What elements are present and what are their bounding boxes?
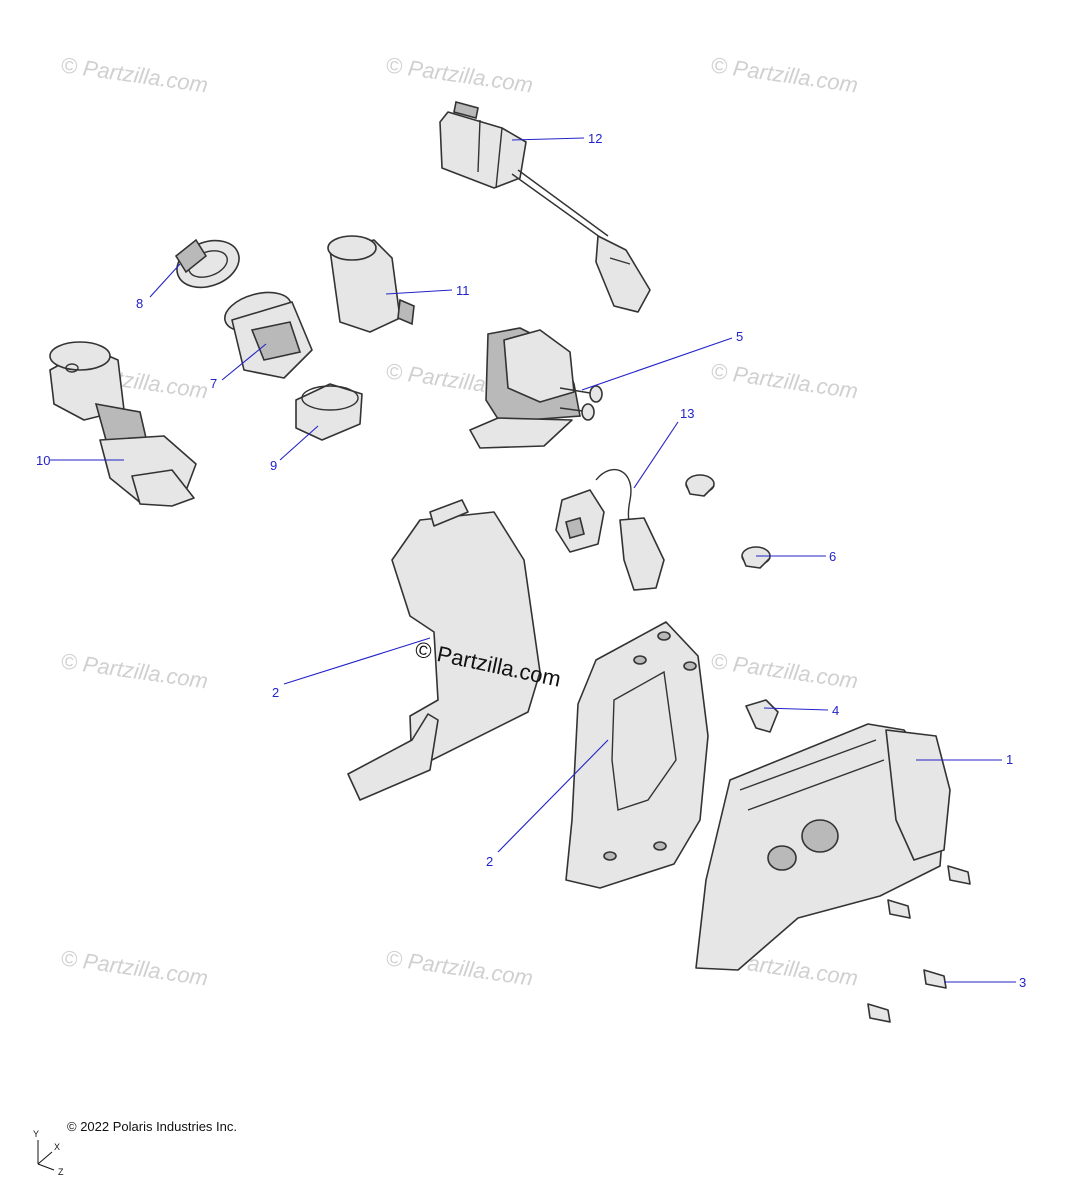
part-2-shield (347, 499, 541, 801)
x-axis-line (37, 1151, 53, 1165)
z-axis-label: Z (58, 1167, 64, 1177)
callout-10: 10 (36, 453, 50, 468)
part-11-relay (327, 235, 415, 333)
leader-2a (283, 637, 431, 685)
leader-lines (50, 137, 1016, 983)
watermark: © Partzilla.com (384, 945, 534, 990)
leader-13 (633, 421, 679, 489)
watermark: © Partzilla.com (59, 945, 209, 990)
callout-4: 4 (832, 703, 839, 718)
leader-12 (511, 137, 585, 141)
leader-4 (763, 707, 829, 711)
part-12-sensor (439, 101, 651, 313)
x-axis-label: X (54, 1142, 60, 1152)
callout-5: 5 (736, 329, 743, 344)
callout-7: 7 (210, 376, 217, 391)
axis-triad: Y X Z (33, 1129, 64, 1177)
callout-1: 1 (1006, 752, 1013, 767)
watermark: © Partzilla.com (709, 52, 859, 97)
copyright-notice: © 2022 Polaris Industries Inc. (67, 1119, 237, 1134)
leader-9 (279, 425, 319, 461)
watermark: © Partzilla.com (709, 648, 859, 693)
z-axis-line (37, 1163, 55, 1171)
watermark: © Partzilla.com (709, 358, 859, 403)
callout-3: 3 (1019, 975, 1026, 990)
part-13-harness (555, 469, 665, 591)
part-5-solenoid (469, 327, 603, 449)
leader-7 (221, 343, 267, 381)
part-4-clip (745, 699, 779, 733)
leader-2b (497, 739, 609, 853)
part-9-nut (295, 383, 363, 441)
part-1-ecu (695, 723, 951, 971)
callout-12: 12 (588, 131, 602, 146)
callout-2-frame: 2 (486, 854, 493, 869)
callout-8: 8 (136, 296, 143, 311)
leader-11 (385, 289, 453, 295)
part-8-ring (174, 238, 240, 289)
watermark: © Partzilla.com (59, 648, 209, 693)
callout-9: 9 (270, 458, 277, 473)
callout-2-shield: 2 (272, 685, 279, 700)
watermark: © Partzilla.com (384, 52, 534, 97)
leader-8 (149, 263, 181, 298)
watermark: © Partzilla.com (59, 52, 209, 97)
leader-5 (581, 337, 733, 391)
part-10-ignition (49, 341, 197, 507)
callout-11: 11 (456, 283, 470, 298)
part-7-barrel (224, 291, 313, 379)
part-3-screws (867, 865, 971, 1023)
part-2-frame (565, 621, 709, 889)
callout-6: 6 (829, 549, 836, 564)
part-6-bolts (685, 474, 771, 569)
callout-13: 13 (680, 406, 694, 421)
callouts: 12 8 11 7 5 10 9 13 6 2 4 1 2 3 (36, 131, 1026, 990)
y-axis-label: Y (33, 1129, 39, 1139)
